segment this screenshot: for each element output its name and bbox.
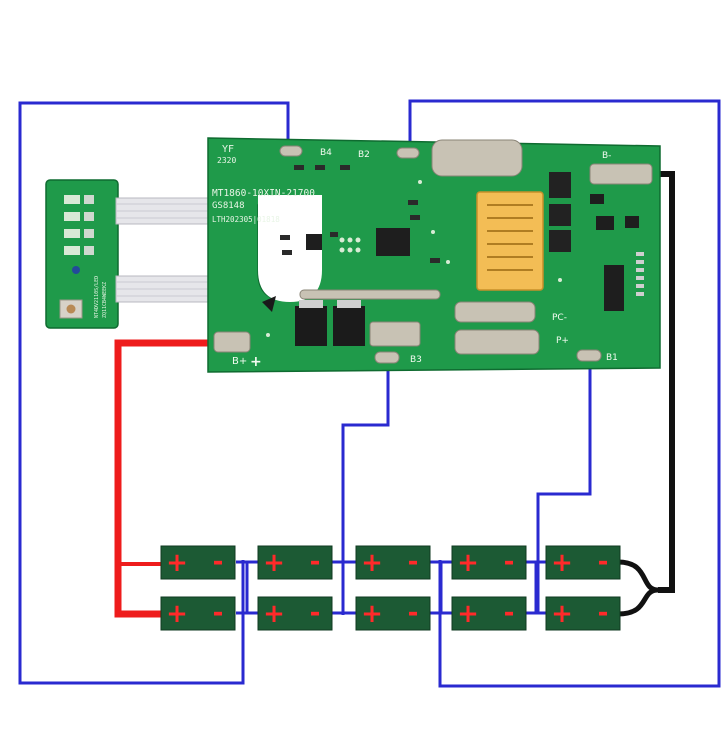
- led-board: NT4DV2110S/LED ZQ11CB4WEEKZ: [45, 179, 119, 329]
- label-pc: PC-: [552, 313, 567, 323]
- led-board-silk-1: NT4DV2110S/LED: [94, 276, 100, 318]
- ic: [306, 234, 322, 250]
- cell-body: [355, 545, 431, 580]
- cell-plus-label: +: [263, 599, 285, 629]
- battery-cells: +-+-+-+-+-+-+-+-+-+-: [160, 545, 621, 631]
- label-b1: B1: [606, 353, 618, 363]
- cell-minus-label: -: [598, 598, 609, 628]
- wire-b4: [18, 101, 290, 685]
- battery-cell: +-: [160, 545, 236, 580]
- cell-minus-label: -: [310, 598, 321, 628]
- battery-cell: +-: [355, 545, 431, 580]
- ribbon-cables: [115, 197, 213, 303]
- cell-plus-label: +: [166, 599, 188, 629]
- pad-b4: [279, 145, 303, 157]
- silk-lot: LTH202305|01818: [212, 215, 280, 224]
- cell-body: [257, 596, 333, 631]
- cell-minus-label: -: [504, 598, 515, 628]
- battery-cell: +-: [355, 596, 431, 631]
- main-ic: [376, 228, 410, 256]
- cell-minus-label: -: [408, 547, 419, 577]
- label-p-plus: P+: [556, 336, 569, 346]
- cell-minus-label: -: [213, 547, 224, 577]
- label-b-minus: B-: [602, 151, 611, 161]
- ic: [596, 216, 614, 230]
- label-b-plus: B+: [232, 356, 247, 367]
- battery-cell: +-: [545, 596, 621, 631]
- silk-yf: YF: [222, 144, 234, 155]
- cell-plus-label: +: [166, 548, 188, 578]
- cell-plus-label: +: [551, 599, 573, 629]
- ic: [625, 216, 639, 228]
- cell-body: [451, 596, 527, 631]
- label-b3: B3: [410, 355, 422, 365]
- cell-body: [355, 596, 431, 631]
- cell-minus-label: -: [504, 547, 515, 577]
- wire-b-minus-bridge: [617, 559, 659, 617]
- wire-b-plus: [114, 339, 248, 618]
- cell-plus-label: +: [551, 548, 573, 578]
- battery-cell: +-: [451, 545, 527, 580]
- cell-plus-label: +: [361, 548, 383, 578]
- cell-body: [257, 545, 333, 580]
- battery-cell: +-: [160, 596, 236, 631]
- cell-plus-label: +: [457, 548, 479, 578]
- label-b2: B2: [358, 150, 370, 160]
- silk-gs: GS8148: [212, 201, 245, 211]
- silk-model: MT1860-10XIN-21700: [212, 188, 315, 199]
- cell-plus-label: +: [457, 599, 479, 629]
- led-board-silk-2: ZQ11CB4WEEKZ: [102, 282, 108, 318]
- battery-cell: +-: [257, 596, 333, 631]
- mosfet: [549, 230, 571, 252]
- pad-b2: [396, 147, 420, 159]
- cell-plus-label: +: [263, 548, 285, 578]
- wire-b2: [408, 99, 721, 688]
- main-pcb: YF 2320 MT1860-10XIN-21700 GS8148 LTH202…: [207, 137, 661, 373]
- cell-body: [545, 545, 621, 580]
- wire-b3: [341, 365, 390, 615]
- pad-b1: [576, 349, 602, 362]
- balance-wires: [18, 99, 721, 688]
- main-connector: [476, 191, 544, 291]
- cell-plus-label: +: [361, 599, 383, 629]
- cell-body: [160, 596, 236, 631]
- cell-minus-label: -: [408, 598, 419, 628]
- led-board-button: [66, 304, 76, 314]
- wire-b1: [536, 363, 592, 612]
- battery-cell: +-: [545, 545, 621, 580]
- cell-minus-label: -: [213, 598, 224, 628]
- cell-body: [160, 545, 236, 580]
- mosfet: [549, 204, 571, 226]
- cell-body: [545, 596, 621, 631]
- mosfet: [295, 306, 327, 346]
- silk-2320: 2320: [217, 156, 236, 165]
- mosfet: [333, 306, 365, 346]
- pad-b3: [374, 351, 400, 364]
- battery-cell: +-: [451, 596, 527, 631]
- cell-minus-label: -: [598, 547, 609, 577]
- cell-minus-label: -: [310, 547, 321, 577]
- ic: [590, 194, 604, 204]
- cell-body: [451, 545, 527, 580]
- ic: [604, 265, 624, 311]
- label-b4: B4: [320, 148, 332, 158]
- label-b-plus-mark: +: [250, 354, 262, 370]
- mosfet: [549, 172, 571, 198]
- battery-cell: +-: [257, 545, 333, 580]
